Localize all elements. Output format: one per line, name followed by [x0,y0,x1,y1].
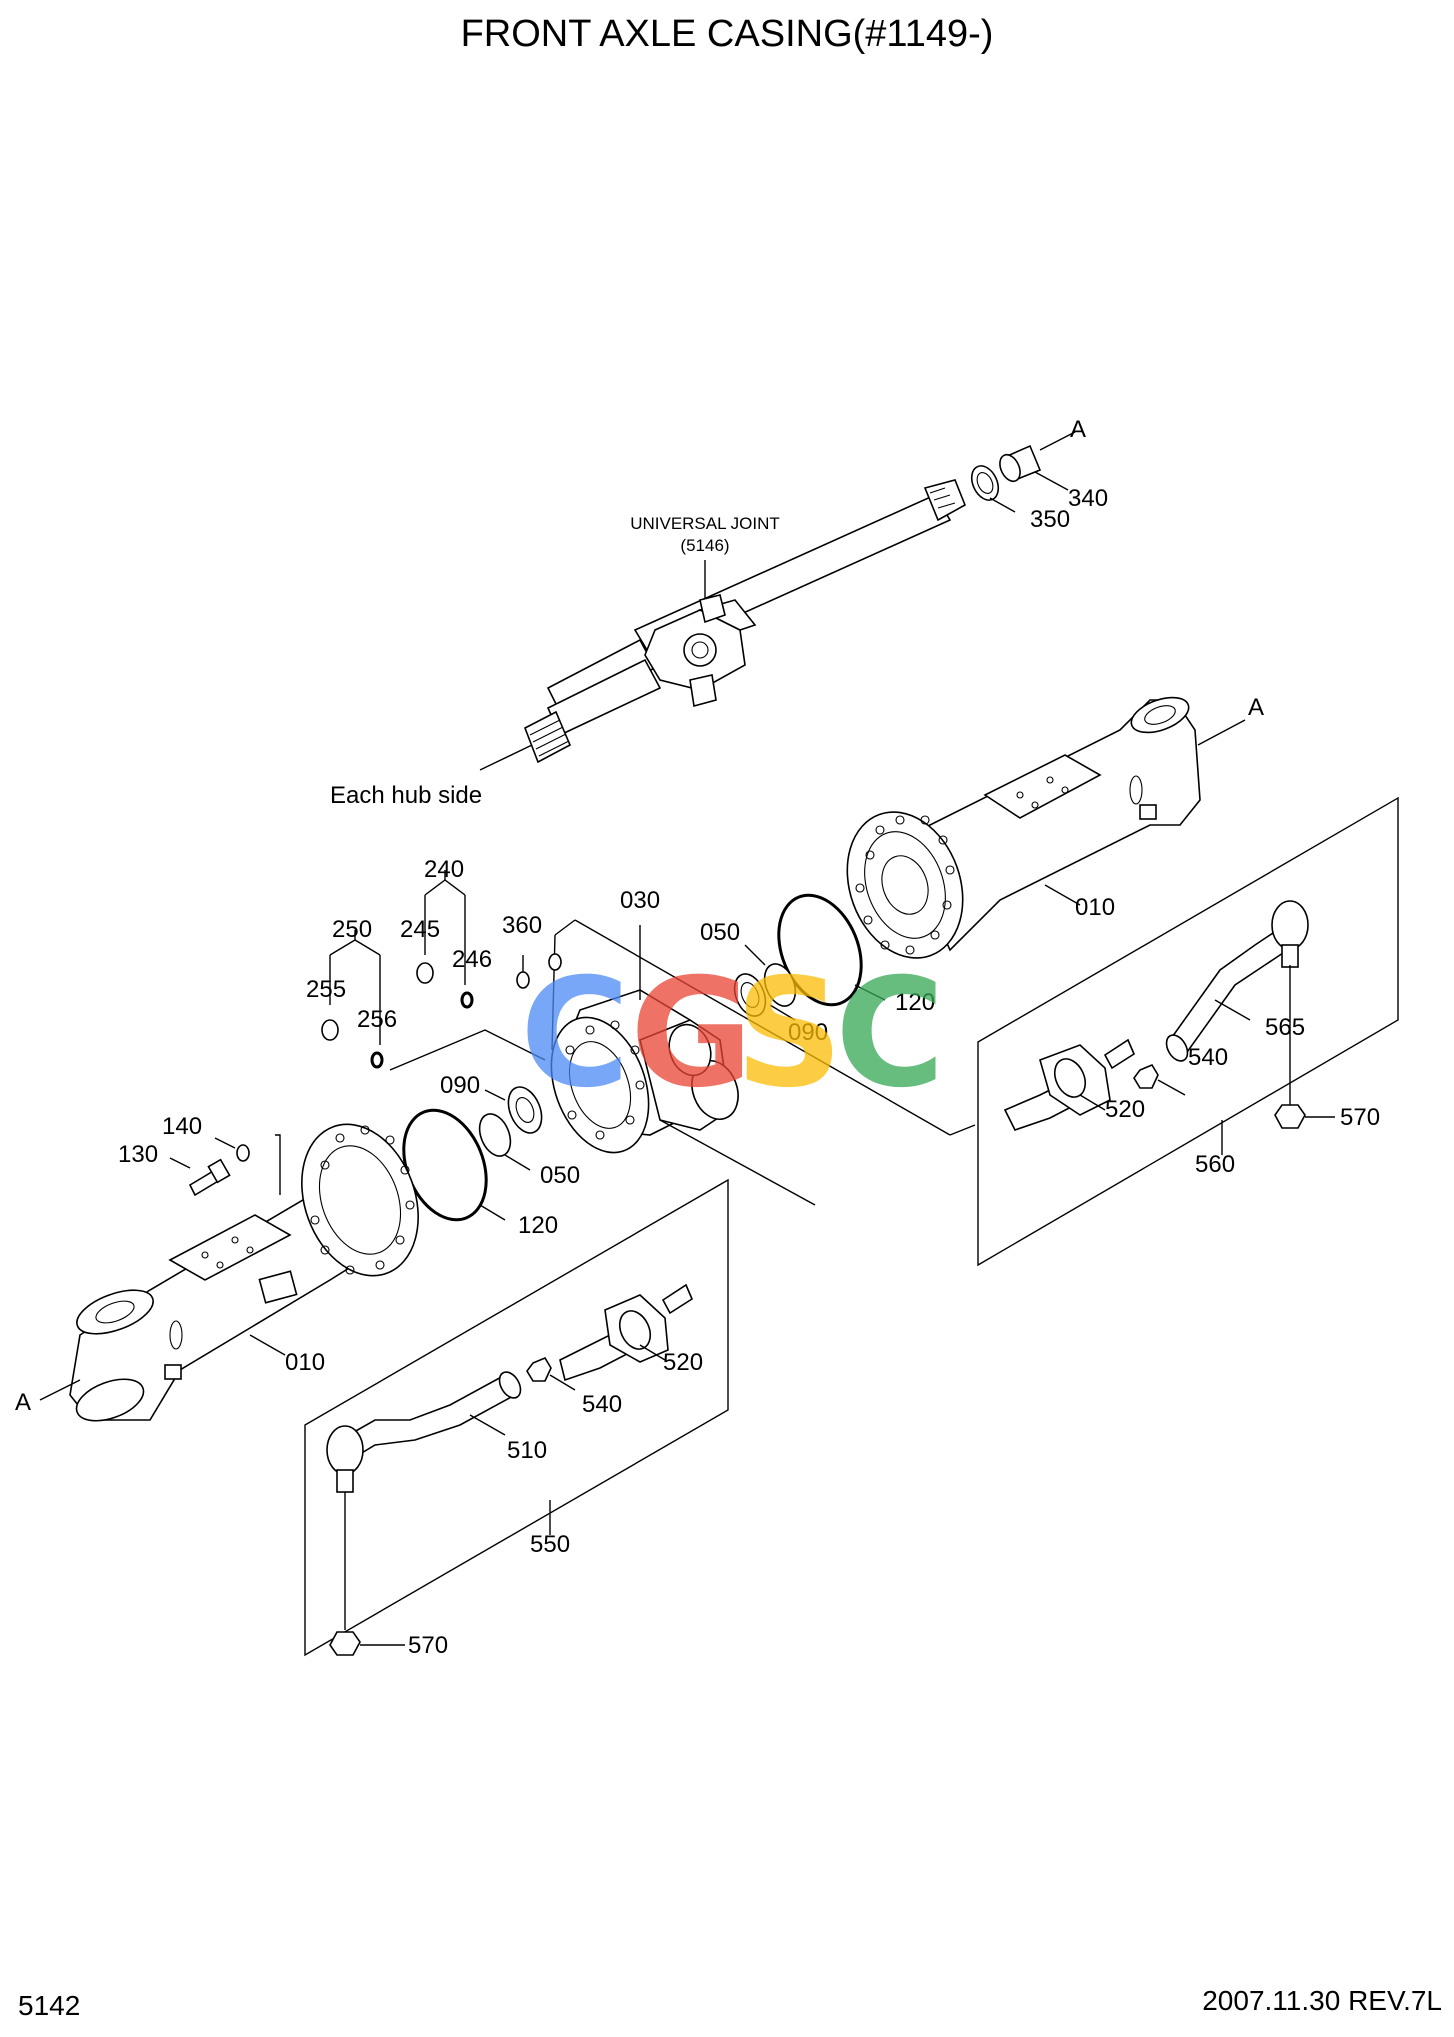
callout-540-left: 540 [582,1391,622,1418]
callout-120-top: 120 [895,989,935,1016]
callout-350: 350 [1030,506,1070,533]
callout-256: 256 [357,1006,397,1033]
callout-255: 255 [306,976,346,1003]
universal-joint-label: UNIVERSAL JOINT [630,514,780,533]
callout-090-left: 090 [440,1072,480,1099]
tie-rod-assembly-left [304,1178,729,1657]
callout-130: 130 [118,1141,158,1168]
cgsc-watermark: C G S C [520,947,945,1121]
callout-570-left: 570 [408,1632,448,1659]
each-hub-side-note: Each hub side [330,782,482,809]
callout-010-left: 010 [285,1349,325,1376]
watermark-letter-c2: C [835,947,945,1121]
callout-a-top: A [1070,416,1086,443]
callout-520-right: 520 [1105,1096,1145,1123]
callout-520-left: 520 [663,1349,703,1376]
callout-246: 246 [452,946,492,973]
watermark-letter-g: G [630,947,753,1121]
watermark-letter-s: S [735,947,843,1121]
callout-050-left: 050 [540,1162,580,1189]
universal-joint-ref: (5146) [680,536,729,555]
callout-030: 030 [620,887,660,914]
revision-date: 2007.11.30 REV.7L [1202,1985,1442,2016]
watermark-letter-c1: C [520,947,630,1121]
callout-510: 510 [507,1437,547,1464]
callout-050-top: 050 [700,919,740,946]
bushing-340-350 [970,431,1076,513]
callout-140: 140 [162,1113,202,1140]
axle-casing-left [39,1123,419,1422]
callout-245: 245 [400,916,440,943]
universal-joint-shaft [479,479,967,771]
axle-casing-right [846,696,1246,959]
page-number: 5142 [18,1990,80,2021]
callout-565: 565 [1265,1014,1305,1041]
plugs-and-seals [321,870,562,1071]
callout-570-right: 570 [1340,1104,1380,1131]
diagram-title: FRONT AXLE CASING(#1149-) [461,13,994,55]
callout-560: 560 [1195,1151,1235,1178]
callout-360: 360 [502,912,542,939]
callout-550: 550 [530,1531,570,1558]
tie-rod-assembly-right [977,796,1399,1267]
callout-a-right: A [1248,694,1264,721]
callout-250: 250 [332,916,372,943]
callout-a-left: A [15,1389,31,1416]
callout-090-top: 090 [788,1019,828,1046]
differential-housing [550,919,976,1206]
callout-340: 340 [1068,485,1108,512]
seal-set-right [733,893,886,1021]
callout-010-right: 010 [1075,894,1115,921]
callout-240: 240 [424,856,464,883]
callout-540-right: 540 [1188,1044,1228,1071]
callout-120-left: 120 [518,1212,558,1239]
